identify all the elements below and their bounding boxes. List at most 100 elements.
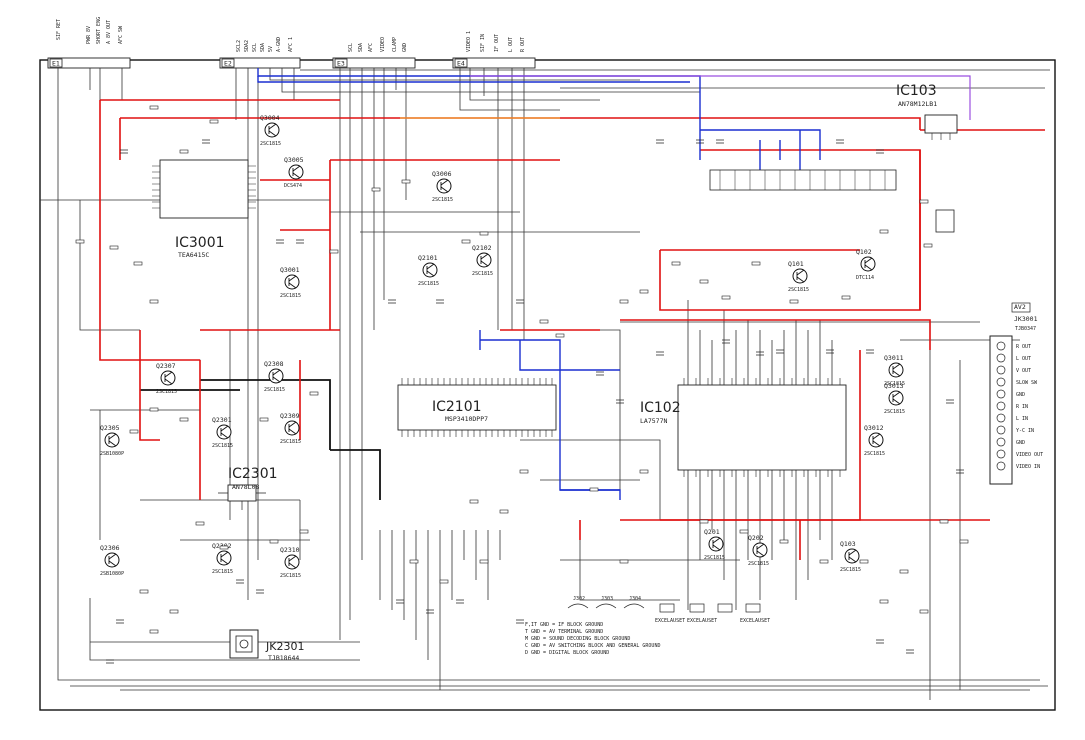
transistor-symbol (268, 123, 277, 137)
resistor-symbol (555, 333, 565, 338)
capacitor-symbol (120, 149, 128, 154)
connector-e3-pin: GND (402, 43, 408, 52)
transistor-body (476, 252, 492, 268)
connector-e1-pin: AFC SW (118, 25, 124, 44)
ground-note: F,IT GND = IF BLOCK GROUND (525, 622, 603, 628)
connector-e2-pin: SDA2 (244, 40, 250, 52)
wiring-red-supply (99, 99, 1045, 560)
transistor-layer: Q30042SC1815Q3005DCS474Q30062SC1815Q3001… (100, 114, 905, 579)
connector-e2-pin: A-GND (276, 37, 282, 52)
jumper-label: J304 (629, 596, 641, 602)
connector-e3-label: E3 (337, 60, 345, 68)
capacitor-symbol (276, 239, 284, 244)
ic2301: IC2301 AN78L08 (218, 466, 278, 510)
transistor-part: 2SC1815 (864, 451, 885, 457)
resistor-symbol (671, 261, 681, 266)
resistor-symbol (219, 545, 229, 550)
jack-pin-label: VIDEO IN (1016, 464, 1040, 470)
resistor-symbol (469, 499, 479, 504)
transistor-body (104, 552, 120, 568)
jack-jk2301-ref: JK2301 (265, 640, 304, 653)
transistor: Q2102 2SC1815 (472, 244, 493, 277)
ground-note: D GND = DIGITAL BLOCK GROUND (525, 650, 609, 656)
transistor-symbol (164, 371, 173, 385)
transistor-part: 2SC1815 (840, 567, 861, 573)
resistor-symbol (439, 579, 449, 584)
transistor-body (284, 420, 300, 436)
transistor-ref: Q2308 (264, 360, 284, 368)
jumper-label: EXCELAUSET (687, 618, 717, 624)
ic3001: IC3001 TEA6415C (152, 159, 256, 259)
resistor-symbol (269, 539, 279, 544)
transistor-body (160, 370, 176, 386)
connector-e3: E3 SCL SDA AFC VIDEO CLAMP GND (332, 37, 416, 69)
capacitor-symbol (106, 659, 114, 664)
resistor-symbol (479, 231, 489, 236)
connector-e1-pin: A 8V OUT (106, 20, 112, 44)
connector-e3-pin: SDA (358, 43, 364, 52)
resistor-symbol (589, 487, 599, 492)
transistor-part: 2SC1815 (748, 561, 769, 567)
ic103-part: AN78M12LB1 (898, 100, 937, 108)
transistor-part: 2SC1815 (212, 569, 233, 575)
connector-e2: E2 SCL2 SDA2 SCL SDA 5V A-GND AFC 1 (219, 37, 301, 69)
resistor-symbol (919, 609, 929, 614)
transistor-ref: Q3005 (284, 156, 304, 164)
jack-pin-label: L IN (1016, 416, 1028, 422)
ic2301-part: AN78L08 (232, 483, 259, 491)
transistor-symbol (220, 551, 229, 565)
transistor-part: 2SC1815 (704, 555, 725, 561)
transistor-symbol (892, 391, 901, 405)
connector-e2-label: E2 (224, 60, 232, 68)
transistor-ref: Q2102 (472, 244, 492, 252)
transistor-symbol (108, 553, 117, 567)
connector-e2-pin: SCL (252, 43, 258, 52)
resistor-symbol (751, 261, 761, 266)
transistor-symbol (712, 537, 721, 551)
connector-e1-pin: SHORT ENG (96, 17, 102, 44)
transistor-part: 2SC1815 (788, 287, 809, 293)
transistor-symbol (872, 433, 881, 447)
resistor-symbol (819, 559, 829, 564)
transistor-part: 2SC1815 (884, 381, 905, 387)
transistor-symbol (272, 369, 281, 383)
resistor-symbol (129, 429, 139, 434)
transistor-ref: Q102 (856, 248, 872, 256)
ground-notes: F,IT GND = IF BLOCK GROUND T GND = AV TE… (525, 622, 660, 656)
jack-jk2301: JK2301 TJB18644 (229, 629, 304, 662)
ic3001-part: TEA6415C (178, 251, 209, 259)
transistor-symbol (108, 433, 117, 447)
resistor-symbol (139, 589, 149, 594)
connector-e1: E1 SIF RET PWR 8V SHORT ENG A 8V OUT AFC… (47, 17, 131, 69)
transistor-symbol (288, 275, 297, 289)
transistor-body (708, 536, 724, 552)
resistor-symbol (959, 539, 969, 544)
transistor-part: 2SC1815 (472, 271, 493, 277)
connector-e4-pin: IF OUT (494, 34, 500, 52)
jumper-label: EXCELAUSET (740, 618, 770, 624)
transistor-body (888, 362, 904, 378)
resistor-symbol (309, 391, 319, 396)
transistor-body (284, 274, 300, 290)
transistor-symbol (756, 543, 765, 557)
resistor-symbol (499, 509, 509, 514)
transistor-part: 2SC1815 (884, 409, 905, 415)
connector-e1-pin: SIF RET (56, 19, 62, 40)
transistor-symbol (796, 269, 805, 283)
transistor-ref: Q2101 (418, 254, 438, 262)
transistor-body (284, 554, 300, 570)
connector-e2-pin: SDA (260, 43, 266, 52)
connector-e1-pin: PWR 8V (86, 26, 92, 44)
transistor-body (888, 390, 904, 406)
resistor-symbol (619, 299, 629, 304)
capacitor-symbol (826, 349, 834, 354)
resistor-symbol (699, 279, 709, 284)
capacitor-symbol (836, 139, 844, 144)
